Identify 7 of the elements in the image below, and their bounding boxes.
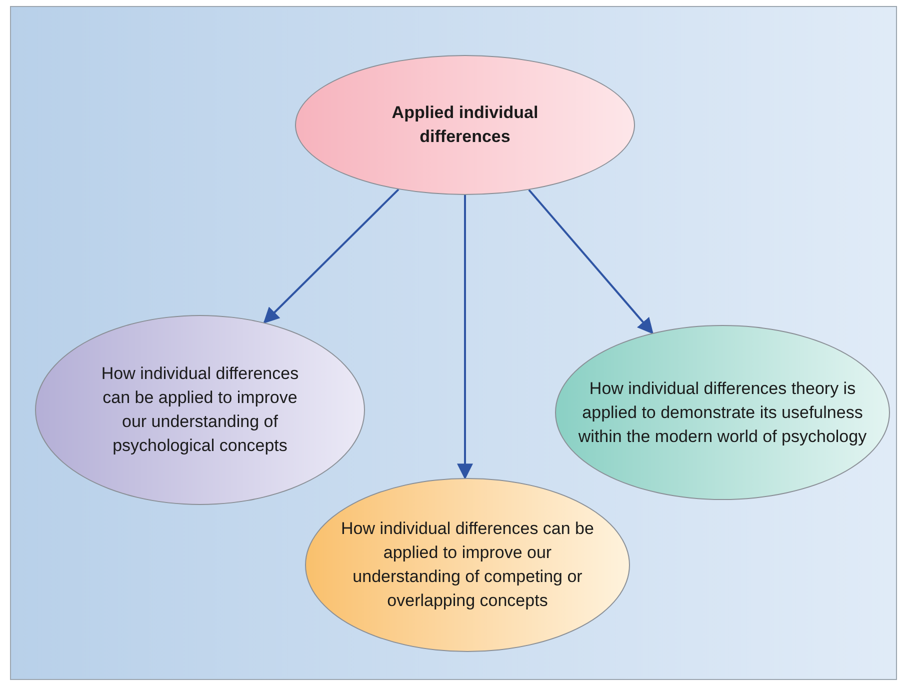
arrow [263, 188, 400, 324]
arrow [457, 195, 473, 480]
node-text: How individual differences theory is applied to demonstrate its usefulness within the modern world of psychology [578, 378, 868, 448]
arrow [528, 189, 654, 334]
node-text: How individual differences can be applied to improve our understanding of psychological concepts [100, 363, 300, 457]
node-text: Applied individual differences [390, 102, 540, 148]
node-text: How individual differences can be applied to improve our understanding of competing or overlapping concepts [340, 518, 595, 612]
